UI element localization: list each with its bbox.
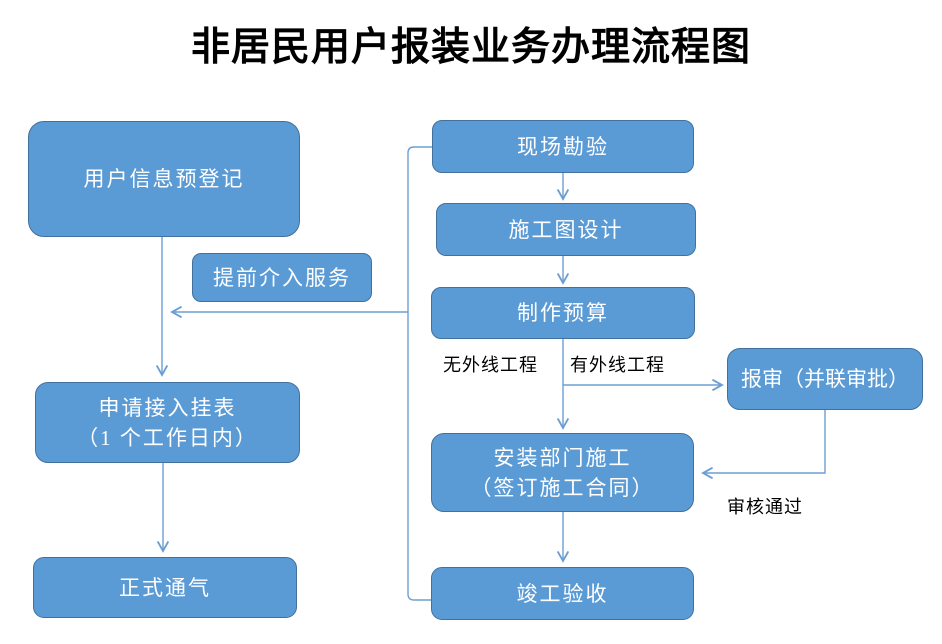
node-official-gas-label: 正式通气 — [119, 575, 211, 600]
node-apply-meter: 申请接入挂表 （1 个工作日内） — [35, 382, 300, 463]
node-early-service-label: 提前介入服务 — [213, 265, 351, 290]
node-site-survey-label: 现场勘验 — [517, 134, 609, 159]
node-install-line1: 安装部门施工 — [493, 445, 632, 470]
page-title: 非居民用户报装业务办理流程图 — [190, 26, 751, 69]
node-early-service: 提前介入服务 — [192, 253, 372, 302]
node-design-label: 施工图设计 — [508, 217, 624, 242]
bracket-sitesurvey-to-acceptance — [407, 146, 433, 601]
edge-label-has-external-line: 有外线工程 — [570, 355, 665, 375]
node-install-line2: （签订施工合同） — [470, 475, 655, 500]
node-apply-meter-line2: （1 个工作日内） — [77, 425, 258, 450]
node-budget: 制作预算 — [431, 287, 695, 339]
node-site-survey: 现场勘验 — [432, 120, 694, 173]
node-pre-register-label: 用户信息预登记 — [83, 167, 245, 191]
node-acceptance-label: 竣工验收 — [516, 581, 609, 606]
node-budget-label: 制作预算 — [517, 301, 609, 325]
edge-label-review-passed: 审核通过 — [727, 497, 803, 517]
node-official-gas: 正式通气 — [33, 557, 297, 618]
node-pre-register: 用户信息预登记 — [28, 121, 300, 237]
node-install: 安装部门施工 （签订施工合同） — [431, 433, 694, 512]
edge-review-to-install — [701, 410, 826, 480]
node-design: 施工图设计 — [436, 203, 696, 256]
node-acceptance: 竣工验收 — [431, 567, 694, 620]
node-review: 报审（并联审批） — [727, 348, 923, 410]
edge-label-no-external-line: 无外线工程 — [443, 355, 538, 375]
node-apply-meter-line1: 申请接入挂表 — [98, 395, 237, 420]
node-review-label: 报审（并联审批） — [741, 367, 909, 391]
